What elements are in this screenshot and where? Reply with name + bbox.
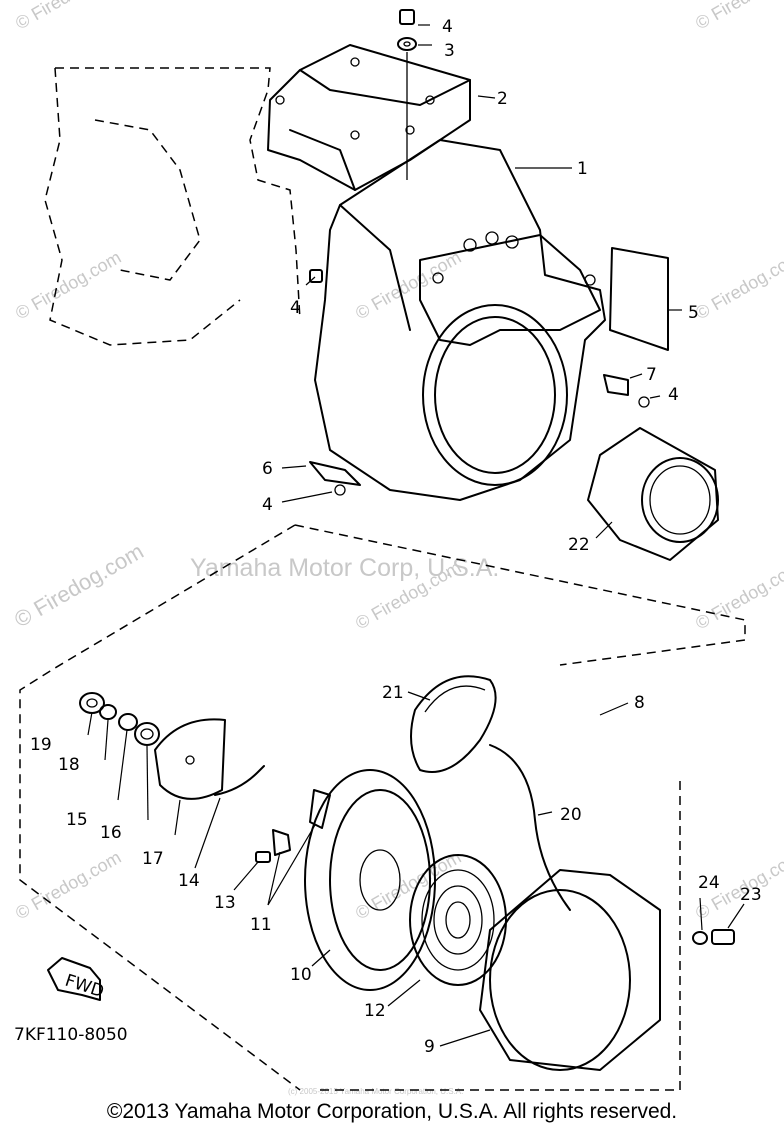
fwd-arrow: FWD bbox=[47, 957, 106, 1002]
engine-outline bbox=[44, 67, 301, 346]
callout-4: 4 bbox=[442, 17, 453, 37]
callout-4: 4 bbox=[668, 385, 679, 405]
callout-5: 5 bbox=[688, 303, 699, 323]
callout-3: 3 bbox=[444, 41, 455, 61]
callout-9: 9 bbox=[424, 1037, 435, 1057]
callout-1: 1 bbox=[577, 159, 588, 179]
watermark-site: © Firedog.com bbox=[692, 557, 784, 633]
callout-17: 17 bbox=[142, 849, 164, 869]
callout-11: 11 bbox=[250, 915, 272, 935]
fan-shroud bbox=[314, 139, 606, 501]
callout-21: 21 bbox=[382, 683, 404, 703]
watermark-site: © Firedog.com bbox=[692, 247, 784, 323]
leader-lines bbox=[87, 24, 745, 1047]
watermark-site: © Firedog.com bbox=[12, 847, 124, 923]
callout-12: 12 bbox=[364, 1001, 386, 1021]
watermark-site: © Firedog.com bbox=[12, 0, 124, 33]
callout-23: 23 bbox=[740, 885, 762, 905]
copyright-footer: ©2013 Yamaha Motor Corporation, U.S.A. A… bbox=[106, 1100, 678, 1123]
callout-19: 19 bbox=[30, 735, 52, 755]
callouts: 1 2 3 4 4 4 4 5 6 7 8 9 10 11 12 13 14 1… bbox=[14, 17, 762, 1057]
side-bolt bbox=[309, 269, 323, 283]
callout-16: 16 bbox=[100, 823, 122, 843]
watermark-site: © Firedog.com bbox=[10, 538, 148, 632]
callout-15: 15 bbox=[66, 810, 88, 830]
callout-8: 8 bbox=[634, 693, 645, 713]
callout-2: 2 bbox=[497, 89, 508, 109]
callout-13: 13 bbox=[214, 893, 236, 913]
fwd-label: FWD bbox=[62, 971, 106, 1002]
callout-4: 4 bbox=[262, 495, 273, 515]
callout-18: 18 bbox=[58, 755, 80, 775]
callout-6: 6 bbox=[262, 459, 273, 479]
callout-20: 20 bbox=[560, 805, 582, 825]
watermark-small-copyright: (c) 2005-2015 Yamaha Motor Corporation, … bbox=[288, 1087, 463, 1096]
assembly-boundary bbox=[19, 524, 746, 1091]
starter-cup bbox=[587, 427, 719, 561]
callout-24: 24 bbox=[698, 873, 720, 893]
clip-upper bbox=[603, 374, 650, 408]
top-bolt bbox=[397, 9, 417, 180]
callout-22: 22 bbox=[568, 535, 590, 555]
watermark-site: © Firedog.com bbox=[12, 247, 124, 323]
gasket bbox=[609, 247, 669, 351]
callout-10: 10 bbox=[290, 965, 312, 985]
watermark-brand: Yamaha Motor Corp, U.S.A. bbox=[190, 554, 499, 582]
watermark-layer: © Firedog.com © Firedog.com © Firedog.co… bbox=[10, 0, 784, 1096]
bracket-plate bbox=[267, 44, 471, 191]
diagram-code: 7KF110-8050 bbox=[14, 1025, 128, 1045]
callout-14: 14 bbox=[178, 871, 200, 891]
clip-lower bbox=[309, 461, 361, 496]
callout-4: 4 bbox=[290, 298, 301, 318]
callout-7: 7 bbox=[646, 365, 657, 385]
watermark-site: © Firedog.com bbox=[352, 247, 464, 323]
watermark-site: © Firedog.com bbox=[692, 0, 784, 33]
